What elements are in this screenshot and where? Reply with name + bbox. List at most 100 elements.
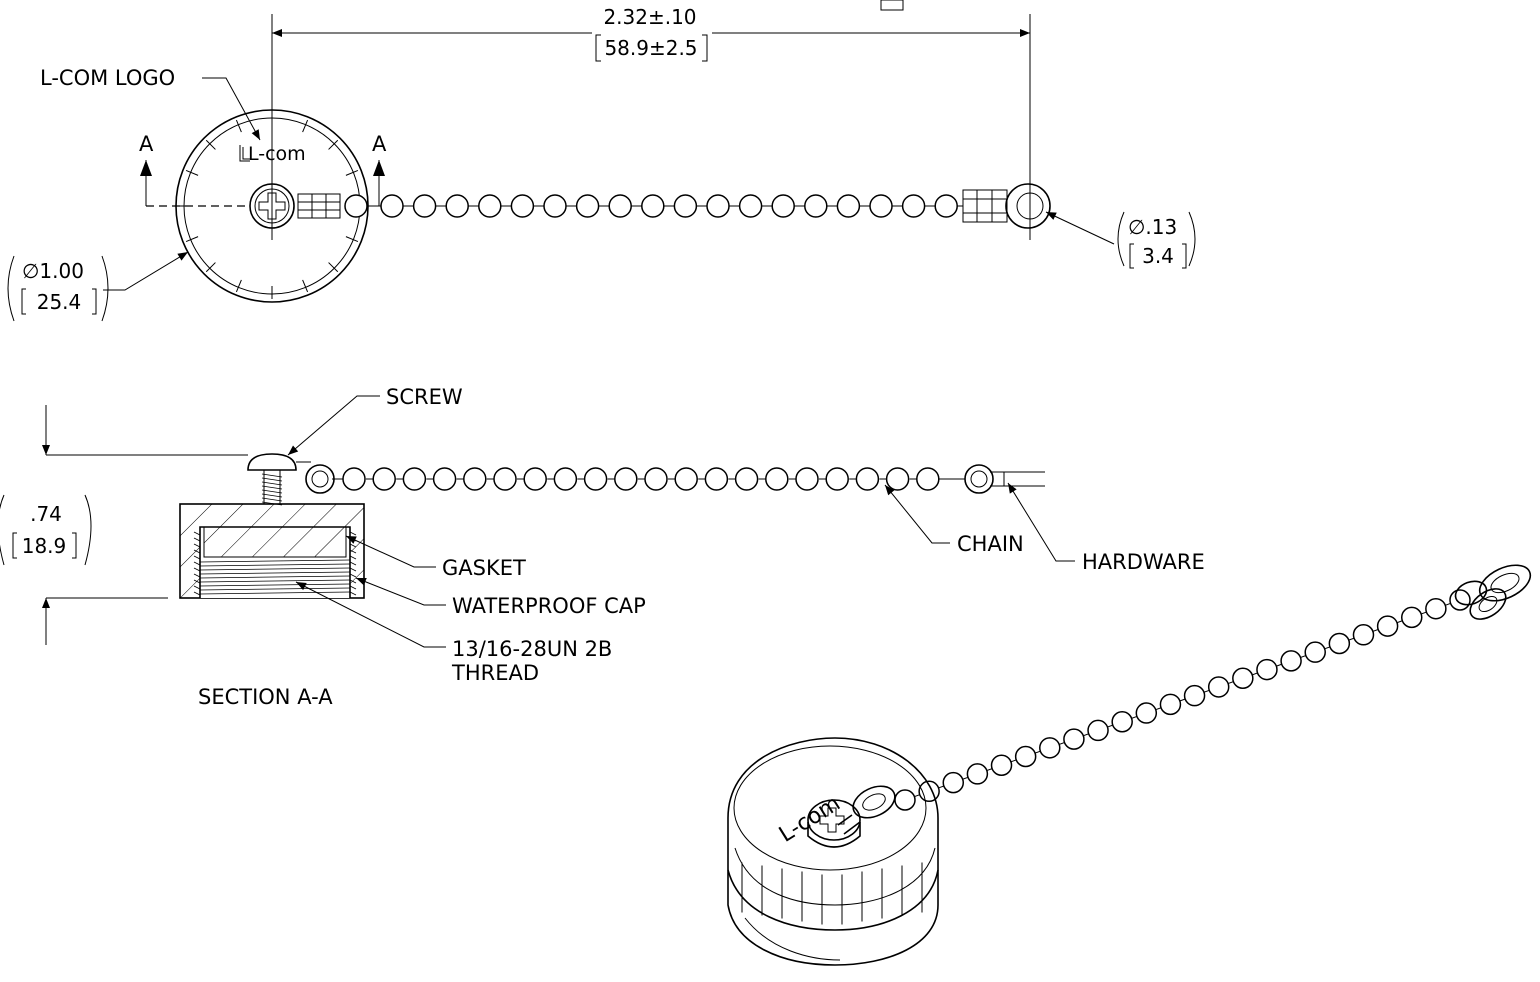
screw-thread (261, 481, 283, 486)
thread-tooth (349, 549, 357, 554)
chain-clip-near-cap (297, 193, 368, 219)
chain-bead (704, 467, 729, 491)
chain-bead (342, 467, 366, 491)
chain-bead (614, 467, 638, 491)
hole-diameter-callout: ∅.13 3.4 (1045, 211, 1196, 269)
chain-bead (553, 467, 578, 491)
screw-leader (287, 395, 380, 456)
chain-leader (884, 484, 950, 544)
thread-tooth (193, 591, 201, 596)
thread-tooth (193, 573, 201, 578)
thread-tooth (193, 549, 201, 554)
screw-thread (261, 485, 283, 490)
thread-line (199, 563, 351, 567)
thread-tooth (349, 531, 357, 536)
chain-bead (836, 194, 861, 218)
thread-line (199, 587, 351, 591)
thread-tooth (349, 543, 357, 548)
screw-label: SCREW (386, 385, 463, 409)
hardware-label: HARDWARE (1082, 550, 1205, 574)
cap-rib (205, 139, 216, 150)
hole-diameter-inch: ∅.13 (1128, 215, 1177, 239)
chain-bead (1449, 589, 1471, 611)
chain-bead (1014, 745, 1037, 768)
cap-rib (328, 262, 339, 273)
logo-wordmark: L-com (248, 143, 306, 165)
cap-label: WATERPROOF CAP (452, 594, 646, 618)
thread-tooth (193, 579, 201, 584)
cap-rib (302, 119, 309, 133)
chain-bead (1135, 702, 1158, 724)
chain-bead (934, 194, 958, 218)
cap-rib (235, 279, 242, 293)
chain-bead (1352, 624, 1375, 646)
chain-bead (644, 467, 668, 491)
chain-bead (738, 194, 763, 218)
chain-bead (771, 194, 795, 218)
thread-tooth (349, 585, 357, 590)
thread-line (199, 571, 351, 575)
section-view: .74 18.9 (0, 385, 1205, 709)
chain-label: CHAIN (957, 532, 1024, 556)
chain-bead (1087, 719, 1109, 742)
thread-tooth (193, 543, 201, 548)
screw-thread (261, 489, 283, 494)
top-view: 2.32±.10 58.9±2.5 L-com L-COM LOGO (7, 0, 1196, 322)
screw-thread (261, 477, 283, 482)
cap-rib (328, 139, 339, 150)
thread-tooth (349, 561, 357, 566)
overall-length-dimension: 2.32±.10 58.9±2.5 (271, 0, 1031, 240)
ball-chain-side (332, 467, 965, 491)
chain-bead (804, 194, 828, 218)
thread-line (199, 579, 351, 583)
chain-bead (412, 194, 437, 218)
thread-tooth (193, 567, 201, 572)
thread-tooth (193, 555, 201, 560)
overall-length-inch: 2.32±.10 (603, 5, 696, 29)
section-letter-left: A (139, 132, 154, 156)
thread-line (199, 575, 351, 579)
cap-rib (345, 236, 359, 243)
logo-callout-label: L-COM LOGO (40, 66, 175, 90)
thread-label-line1: 13/16-28UN 2B (452, 637, 612, 661)
chain-bead (869, 194, 893, 218)
thread-tooth (193, 537, 201, 542)
end-hardware-iso (1454, 564, 1532, 620)
thread-line (199, 583, 351, 587)
thread-tooth (349, 591, 357, 596)
cap-diameter-inch: ∅1.00 (22, 259, 84, 283)
chain-bead (543, 194, 567, 218)
chain-bead (901, 194, 926, 218)
chain-bead (795, 467, 819, 491)
chain-bead (575, 194, 600, 218)
screw-thread (261, 473, 283, 478)
chain-bead (1232, 667, 1254, 690)
cap-iso: L-com (727, 737, 939, 966)
screw-thread (261, 497, 283, 502)
chain-bead (493, 467, 517, 491)
thread-line (199, 567, 351, 571)
chain-bead (523, 467, 547, 491)
isometric-view: L-com (727, 564, 1532, 966)
chain-bead (463, 467, 487, 491)
thread-tooth (349, 579, 357, 584)
thread-line (199, 591, 351, 595)
chain-bead (1376, 615, 1399, 637)
cap-leader (355, 577, 446, 606)
chain-bead (432, 467, 457, 491)
cap-rib (302, 279, 309, 293)
cap-rib (235, 119, 242, 133)
chain-bead (674, 467, 698, 491)
thread-leader (295, 581, 446, 648)
chain-bead (478, 194, 502, 218)
chain-bead (916, 467, 940, 491)
lcom-logo: L-com (239, 143, 306, 165)
chain-bead (765, 467, 789, 491)
cap-diameter-callout: ∅1.00 25.4 (7, 251, 189, 322)
cap-rib (205, 262, 216, 273)
logo-leader (202, 77, 261, 141)
chain-bead (1328, 632, 1351, 655)
chain-bead (1207, 676, 1230, 698)
chain-bead (1111, 710, 1133, 733)
